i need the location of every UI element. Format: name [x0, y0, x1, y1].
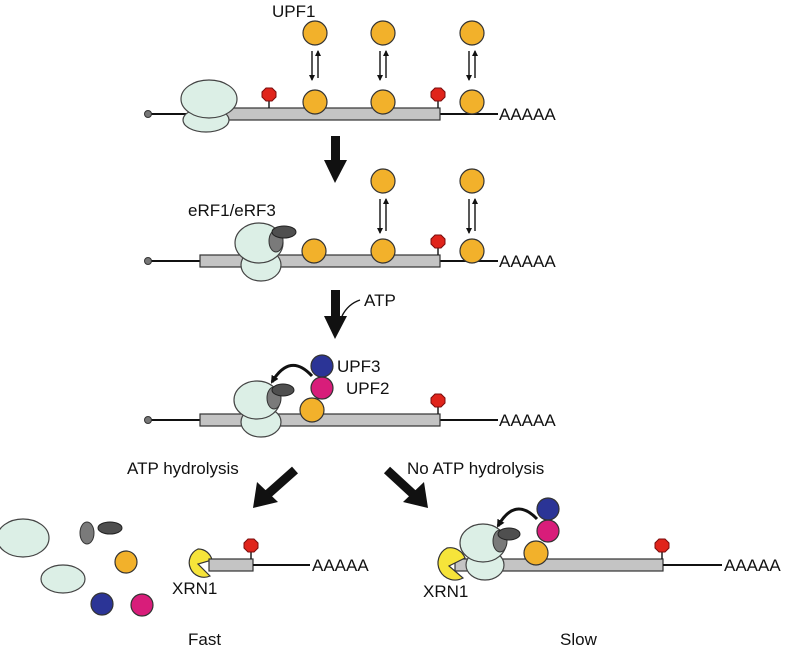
mrna-orf	[221, 107, 441, 121]
down-arrow-icon	[324, 290, 347, 339]
right-branch-arrow-icon	[383, 466, 428, 508]
curved-arrow-icon	[496, 507, 539, 528]
ribosome-large-subunit-released	[0, 518, 50, 558]
bidirectional-arrow-icon	[377, 198, 478, 234]
upf1-bound-6	[459, 238, 485, 264]
upf1-label: UPF1	[272, 2, 315, 21]
atp-input-arrow	[341, 299, 361, 317]
upf1-bound-5	[370, 238, 396, 264]
polya-tail: AAAAA	[724, 556, 781, 575]
atp-hydrolysis-label: ATP hydrolysis	[127, 459, 239, 478]
polya-tail: AAAAA	[312, 556, 369, 575]
slow-outcome: AAAAA XRN1 Slow	[423, 497, 781, 649]
cap-icon	[144, 257, 152, 265]
erf-label: eRF1/eRF3	[188, 201, 276, 220]
slow-label: Slow	[560, 630, 598, 649]
upf3-icon	[536, 497, 560, 521]
upf1-free-5	[459, 168, 485, 194]
no-atp-hydrolysis-label: No ATP hydrolysis	[407, 459, 544, 478]
ribosome-large-subunit	[180, 79, 238, 119]
polya-tail: AAAAA	[499, 252, 556, 271]
erf3-icon	[497, 527, 521, 541]
upf3-released	[90, 592, 114, 616]
upf1-bound-1	[302, 89, 328, 115]
xrn1-icon	[437, 547, 466, 581]
erf1-icon	[79, 521, 95, 545]
upf2-icon	[310, 376, 334, 400]
atp-label: ATP	[364, 291, 396, 310]
fast-label: Fast	[188, 630, 221, 649]
stop-codon-icon	[654, 538, 670, 559]
left-branch-arrow-icon	[253, 466, 298, 508]
erf3-icon	[97, 521, 123, 535]
xrn1-icon	[188, 548, 213, 578]
cap-icon	[144, 416, 152, 424]
upf1-bound-4	[301, 238, 327, 264]
step-3: UPF3 UPF2 AAAAA	[144, 354, 556, 438]
upf1-free-4	[370, 168, 396, 194]
stop-codon-icon	[430, 234, 446, 255]
stop-codon-icon	[243, 538, 259, 559]
upf1-bound-3	[459, 89, 485, 115]
upf2-icon	[536, 519, 560, 543]
upf1-released	[114, 550, 138, 574]
xrn1-label-left: XRN1	[172, 579, 217, 598]
upf1-bound-2	[370, 89, 396, 115]
stop-codon-icon	[261, 87, 277, 108]
fast-outcome: AAAAA XRN1 Fast	[0, 518, 369, 649]
cap-icon	[144, 110, 152, 118]
erf3-icon	[271, 225, 297, 239]
upf1-free-3	[459, 20, 485, 46]
upf1-free-1	[302, 20, 328, 46]
erf3-icon	[271, 383, 295, 397]
upf2-released	[130, 593, 154, 617]
step-2: eRF1/eRF3 AAAAA	[144, 168, 556, 282]
bidirectional-arrow-icon	[309, 50, 478, 81]
upf1-bound-slow	[523, 540, 549, 566]
polya-tail: AAAAA	[499, 105, 556, 124]
stop-codon-icon	[430, 393, 446, 414]
upf1-bound-7	[299, 397, 325, 423]
upf3-label: UPF3	[337, 357, 380, 376]
upf1-free-2	[370, 20, 396, 46]
stop-codon-icon	[430, 87, 446, 108]
down-arrow-icon	[324, 136, 347, 183]
mrna-decay-fragment	[208, 558, 254, 572]
curved-arrow-icon	[270, 364, 314, 384]
polya-tail: AAAAA	[499, 411, 556, 430]
xrn1-label-right: XRN1	[423, 582, 468, 601]
upf2-label: UPF2	[346, 379, 389, 398]
ribosome-small-subunit-released	[40, 564, 86, 594]
upf3-icon	[310, 354, 334, 378]
step-1: UPF1	[144, 2, 556, 133]
